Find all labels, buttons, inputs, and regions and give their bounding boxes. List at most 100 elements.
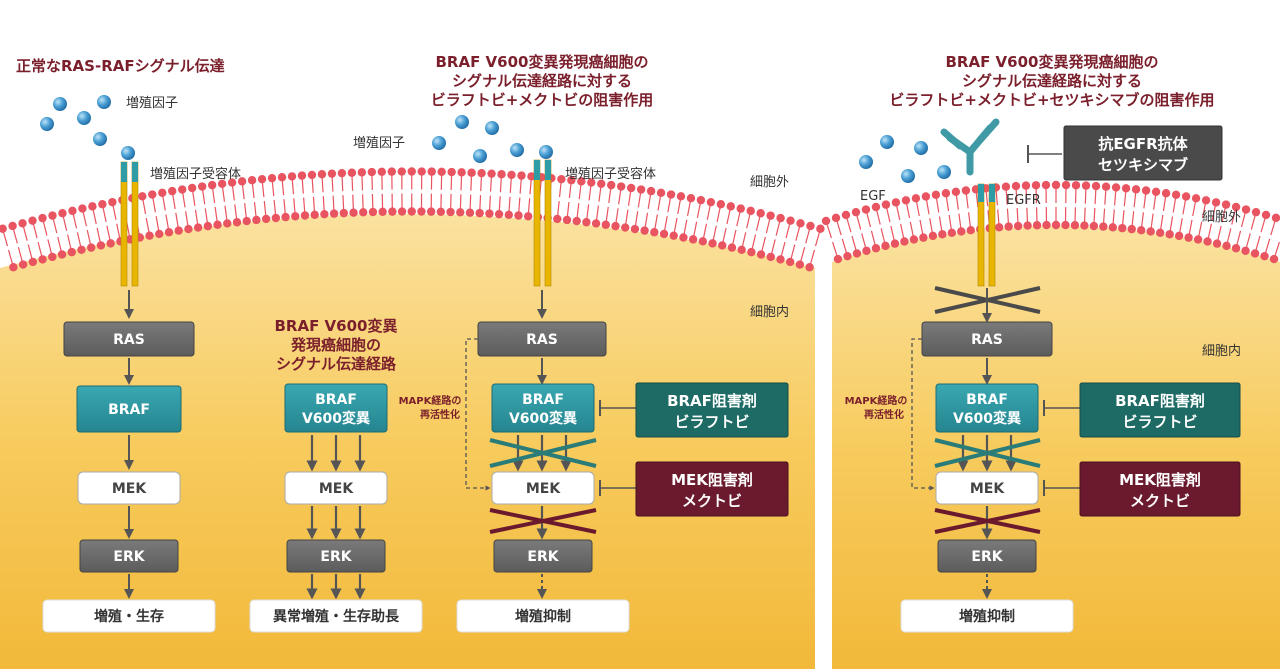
lipid-head — [388, 207, 397, 216]
erk-label: ERK — [113, 549, 145, 565]
lipid-head — [1269, 254, 1279, 264]
lipid-head — [1260, 251, 1269, 261]
braf-v600-label-line2: V600変異 — [953, 410, 1021, 427]
growth-factor-molecule — [473, 149, 487, 163]
panel-3-encorafenib-binimetinib: BRAF V600変異発現癌細胞の シグナル伝達経路に対する ビラフトビ+メクト… — [353, 53, 789, 633]
lipid-head — [1081, 181, 1091, 190]
lipid-head — [650, 228, 659, 237]
lipid-head — [843, 251, 852, 261]
antibody-box — [1063, 125, 1223, 181]
lipid-head — [698, 237, 708, 246]
lipid-head — [1108, 223, 1118, 232]
mek-label: MEK — [526, 481, 561, 497]
lipid-head — [367, 167, 377, 177]
lipid-head — [465, 208, 475, 217]
lipid-head — [737, 245, 746, 255]
lipid-head — [247, 176, 257, 185]
lipid-head — [88, 202, 97, 211]
braf-inhibitor-label-line2: ビラフトビ — [674, 413, 749, 431]
lipid-head — [630, 224, 640, 234]
lipid-head — [108, 197, 117, 207]
lipid-head — [776, 255, 785, 264]
lipid-head — [359, 208, 368, 217]
braf-inhibitor-box — [635, 382, 789, 438]
lipid-head — [28, 216, 37, 225]
braf-label: BRAF — [108, 402, 150, 418]
mapk-label-line1: MAPK経路の — [845, 394, 908, 407]
mek-inhibitor-label-line1: MEK阻害剤 — [1119, 471, 1201, 489]
lipid-head — [1051, 180, 1061, 190]
lipid-head — [1127, 224, 1136, 234]
erk-label: ERK — [320, 549, 352, 565]
lipid-head — [232, 218, 242, 227]
lipid-head — [909, 235, 919, 244]
lipid-head — [267, 173, 277, 183]
lipid-head — [766, 252, 775, 262]
mek-inhibitor-label-line2: メクトビ — [1130, 492, 1190, 510]
lipid-head — [1222, 241, 1231, 251]
lipid-head — [407, 207, 416, 216]
braf-inhibitor-box — [1079, 382, 1241, 438]
lipid-head — [1181, 192, 1191, 201]
lipid-head — [961, 186, 971, 195]
lipid-head — [1011, 181, 1021, 191]
lipid-head — [378, 207, 387, 216]
lipid-head — [686, 194, 696, 203]
braf-v600-label-line1: BRAF — [522, 392, 564, 408]
lipid-head — [659, 229, 669, 239]
mek-inhibitor-box — [1079, 461, 1241, 517]
lipid-head — [716, 200, 726, 209]
growth-factor-label: 増殖因子 — [353, 135, 405, 151]
growth-factor-molecule — [485, 121, 499, 135]
antibody-label-line2: セツキシマブ — [1098, 156, 1188, 174]
lipid-head — [447, 167, 456, 177]
lipid-head — [900, 237, 909, 246]
mek-label: MEK — [319, 481, 354, 497]
lipid-head — [1191, 194, 1201, 203]
lipid-head — [494, 209, 504, 219]
growth-factor-molecule — [97, 95, 111, 109]
braf-v600-label-line1: BRAF — [966, 392, 1008, 408]
mek-box — [935, 471, 1039, 505]
lipid-head — [213, 220, 222, 229]
lipid-head — [727, 243, 737, 252]
lipid-head — [317, 170, 327, 179]
lipid-head — [387, 167, 396, 176]
lipid-head — [242, 216, 251, 226]
lipid-head — [591, 219, 601, 228]
lipid-head — [446, 207, 455, 217]
lipid-head — [1131, 185, 1141, 194]
lipid-head — [747, 247, 756, 257]
lipid-head — [485, 209, 494, 218]
lipid-head — [436, 207, 446, 216]
lipid-head — [417, 207, 426, 216]
lipid-head — [497, 170, 506, 179]
lipid-head — [368, 207, 378, 217]
lipid-head — [397, 167, 406, 176]
lipid-head — [1051, 220, 1061, 230]
lipid-head — [1241, 205, 1251, 214]
lipid-head — [397, 207, 407, 216]
panel-2-title-line2: 発現癌細胞の — [290, 336, 381, 354]
lipid-head — [517, 171, 526, 180]
panel-2-braf-mutant-signaling: BRAF V600変異 発現癌細胞の シグナル伝達経路 BRAF V600変異 … — [249, 317, 423, 633]
lipid-head — [919, 233, 928, 242]
lipid-head — [796, 219, 805, 228]
lipid-head — [18, 219, 27, 228]
lipid-head — [966, 226, 975, 235]
lipid-head — [217, 179, 227, 188]
lipid-head — [1089, 221, 1099, 231]
lipid-head — [816, 224, 825, 233]
lipid-head — [207, 180, 217, 190]
lipid-head — [921, 192, 931, 201]
panel-1-title: 正常なRAS-RAFシグナル伝達 — [16, 57, 225, 75]
triple-arrows-erk-outcome — [306, 574, 366, 600]
lipid-head — [437, 167, 446, 177]
mapk-label-line2: 再活性化 — [864, 408, 904, 421]
panel-2-title-line1: BRAF V600変異 — [275, 317, 398, 335]
lipid-head — [197, 182, 207, 191]
mek-box — [284, 471, 388, 505]
lipid-head — [626, 183, 636, 193]
lipid-head — [1041, 180, 1051, 190]
receptor-label: 増殖因子受容体 — [565, 166, 656, 182]
